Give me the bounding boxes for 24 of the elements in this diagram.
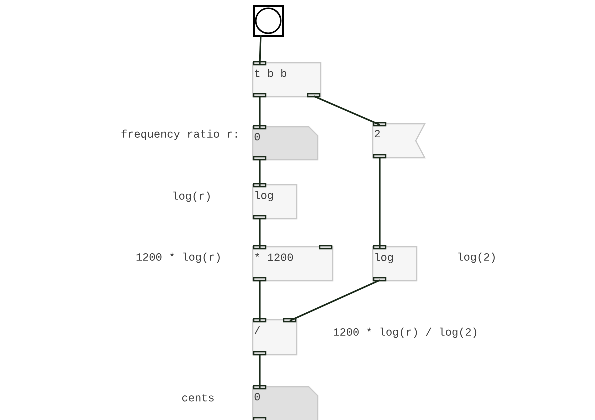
number-box: 0 xyxy=(252,385,319,420)
comment-text: frequency ratio r: xyxy=(122,130,238,140)
comment-text: log(r) xyxy=(174,192,210,202)
comment-text: 1200 * log(r) / log(2) xyxy=(334,328,477,338)
bang-button xyxy=(253,5,284,37)
comment-text: cents xyxy=(182,394,214,402)
message-box: 2 xyxy=(372,122,426,159)
connection-line xyxy=(314,96,380,126)
object-box: / xyxy=(252,318,298,356)
connection-line xyxy=(259,35,262,64)
connection-line xyxy=(379,157,381,248)
connection-line xyxy=(290,280,380,322)
comment-text: 1200 * log(r) xyxy=(136,252,220,264)
connection-line xyxy=(259,280,261,321)
object-box: log xyxy=(252,183,298,220)
object-box: log xyxy=(372,245,418,282)
connection-line xyxy=(259,159,261,186)
object-box: t b b xyxy=(252,61,322,98)
object-box: * 1200 xyxy=(252,245,334,282)
number-box: 0 xyxy=(252,125,319,161)
connection-line xyxy=(259,96,261,128)
comment-text: log(2) xyxy=(458,252,495,264)
connection-line xyxy=(259,218,261,248)
connection-line xyxy=(259,354,261,388)
